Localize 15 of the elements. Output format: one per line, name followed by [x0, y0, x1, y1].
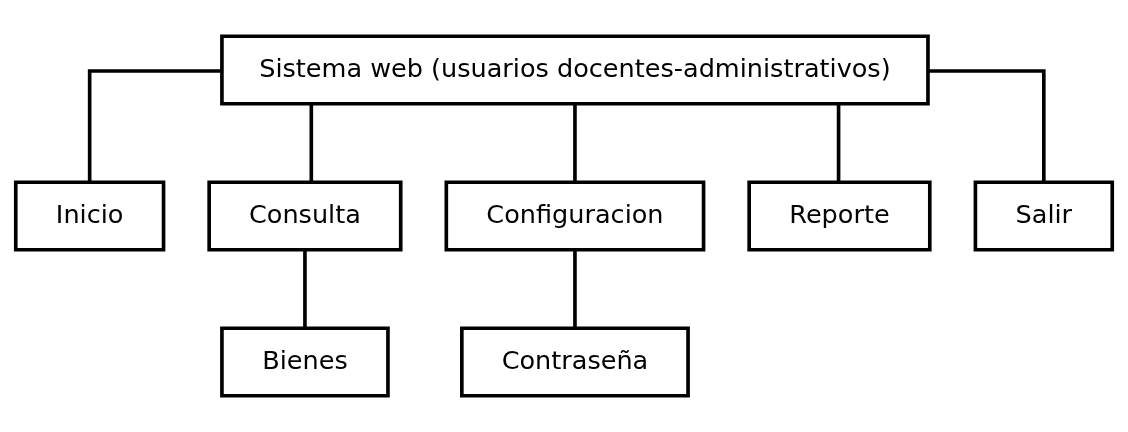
connector	[573, 249, 577, 328]
connector	[309, 103, 314, 182]
node-box: Contraseña	[460, 326, 690, 398]
connector	[836, 103, 841, 182]
node-box: Bienes	[220, 326, 390, 398]
node-box: Salir	[973, 180, 1115, 252]
connector	[303, 249, 307, 328]
connector	[87, 69, 222, 182]
node-box: Inicio	[13, 180, 166, 252]
node-box: Reporte	[747, 180, 932, 252]
node-box: Sistema web (usuarios docentes-administrativos)	[220, 34, 930, 106]
node-box: Consulta	[207, 180, 403, 252]
connector	[928, 69, 1046, 182]
node-box: Configuracion	[444, 180, 706, 252]
connector	[573, 103, 577, 182]
